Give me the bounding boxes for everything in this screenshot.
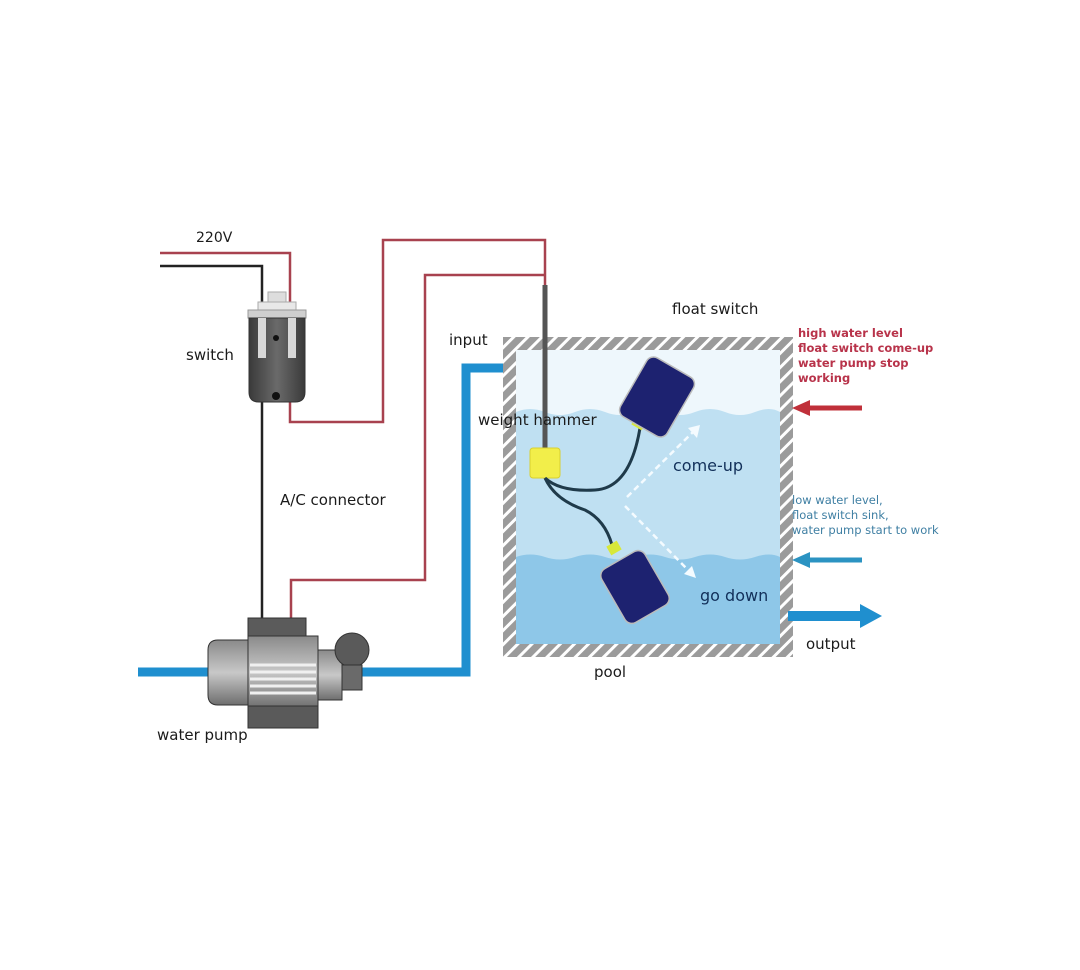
pipes (138, 358, 534, 677)
high-level-arrowhead (792, 400, 810, 416)
output-label: output (806, 635, 856, 653)
water-pump-label: water pump (157, 726, 248, 744)
pool-label: pool (594, 663, 627, 681)
water-pump-device (207, 617, 370, 729)
high-level-note: high water level float switch come-up wa… (798, 326, 934, 385)
float-switch-device (529, 285, 700, 625)
go-down-arrow (624, 505, 689, 571)
come-up-label: come-up (673, 456, 744, 475)
voltage-label: 220V (196, 230, 233, 246)
level-indicators (788, 400, 882, 628)
wiring (160, 238, 547, 620)
switch-label: switch (186, 346, 234, 364)
float-down (600, 549, 670, 625)
come-up-arrow (626, 431, 694, 498)
float-collar-down (606, 540, 622, 556)
low-level-note: low water level, float switch sink, wate… (792, 493, 939, 537)
weight-hammer (529, 447, 561, 479)
ac-connector-wire (289, 273, 545, 620)
weight-hammer-label: weight hammer (478, 411, 597, 429)
input-label: input (449, 331, 488, 349)
switch-to-float-wire (288, 238, 547, 424)
supply-wire-neutral (160, 264, 264, 310)
cable-up (543, 427, 642, 492)
ac-connector-label: A/C connector (280, 491, 386, 509)
come-up-arrowhead (688, 425, 700, 438)
go-down-label: go down (700, 586, 769, 605)
pump-to-pool-pipe (360, 363, 520, 677)
low-level-arrowhead (792, 552, 810, 568)
cable-down (543, 477, 614, 546)
go-down-arrowhead (684, 566, 696, 578)
output-arrowhead (860, 604, 882, 628)
supply-wire-live (160, 251, 292, 310)
switch-device (247, 291, 307, 403)
float-up (618, 356, 696, 438)
float-switch-label: float switch (672, 300, 759, 318)
